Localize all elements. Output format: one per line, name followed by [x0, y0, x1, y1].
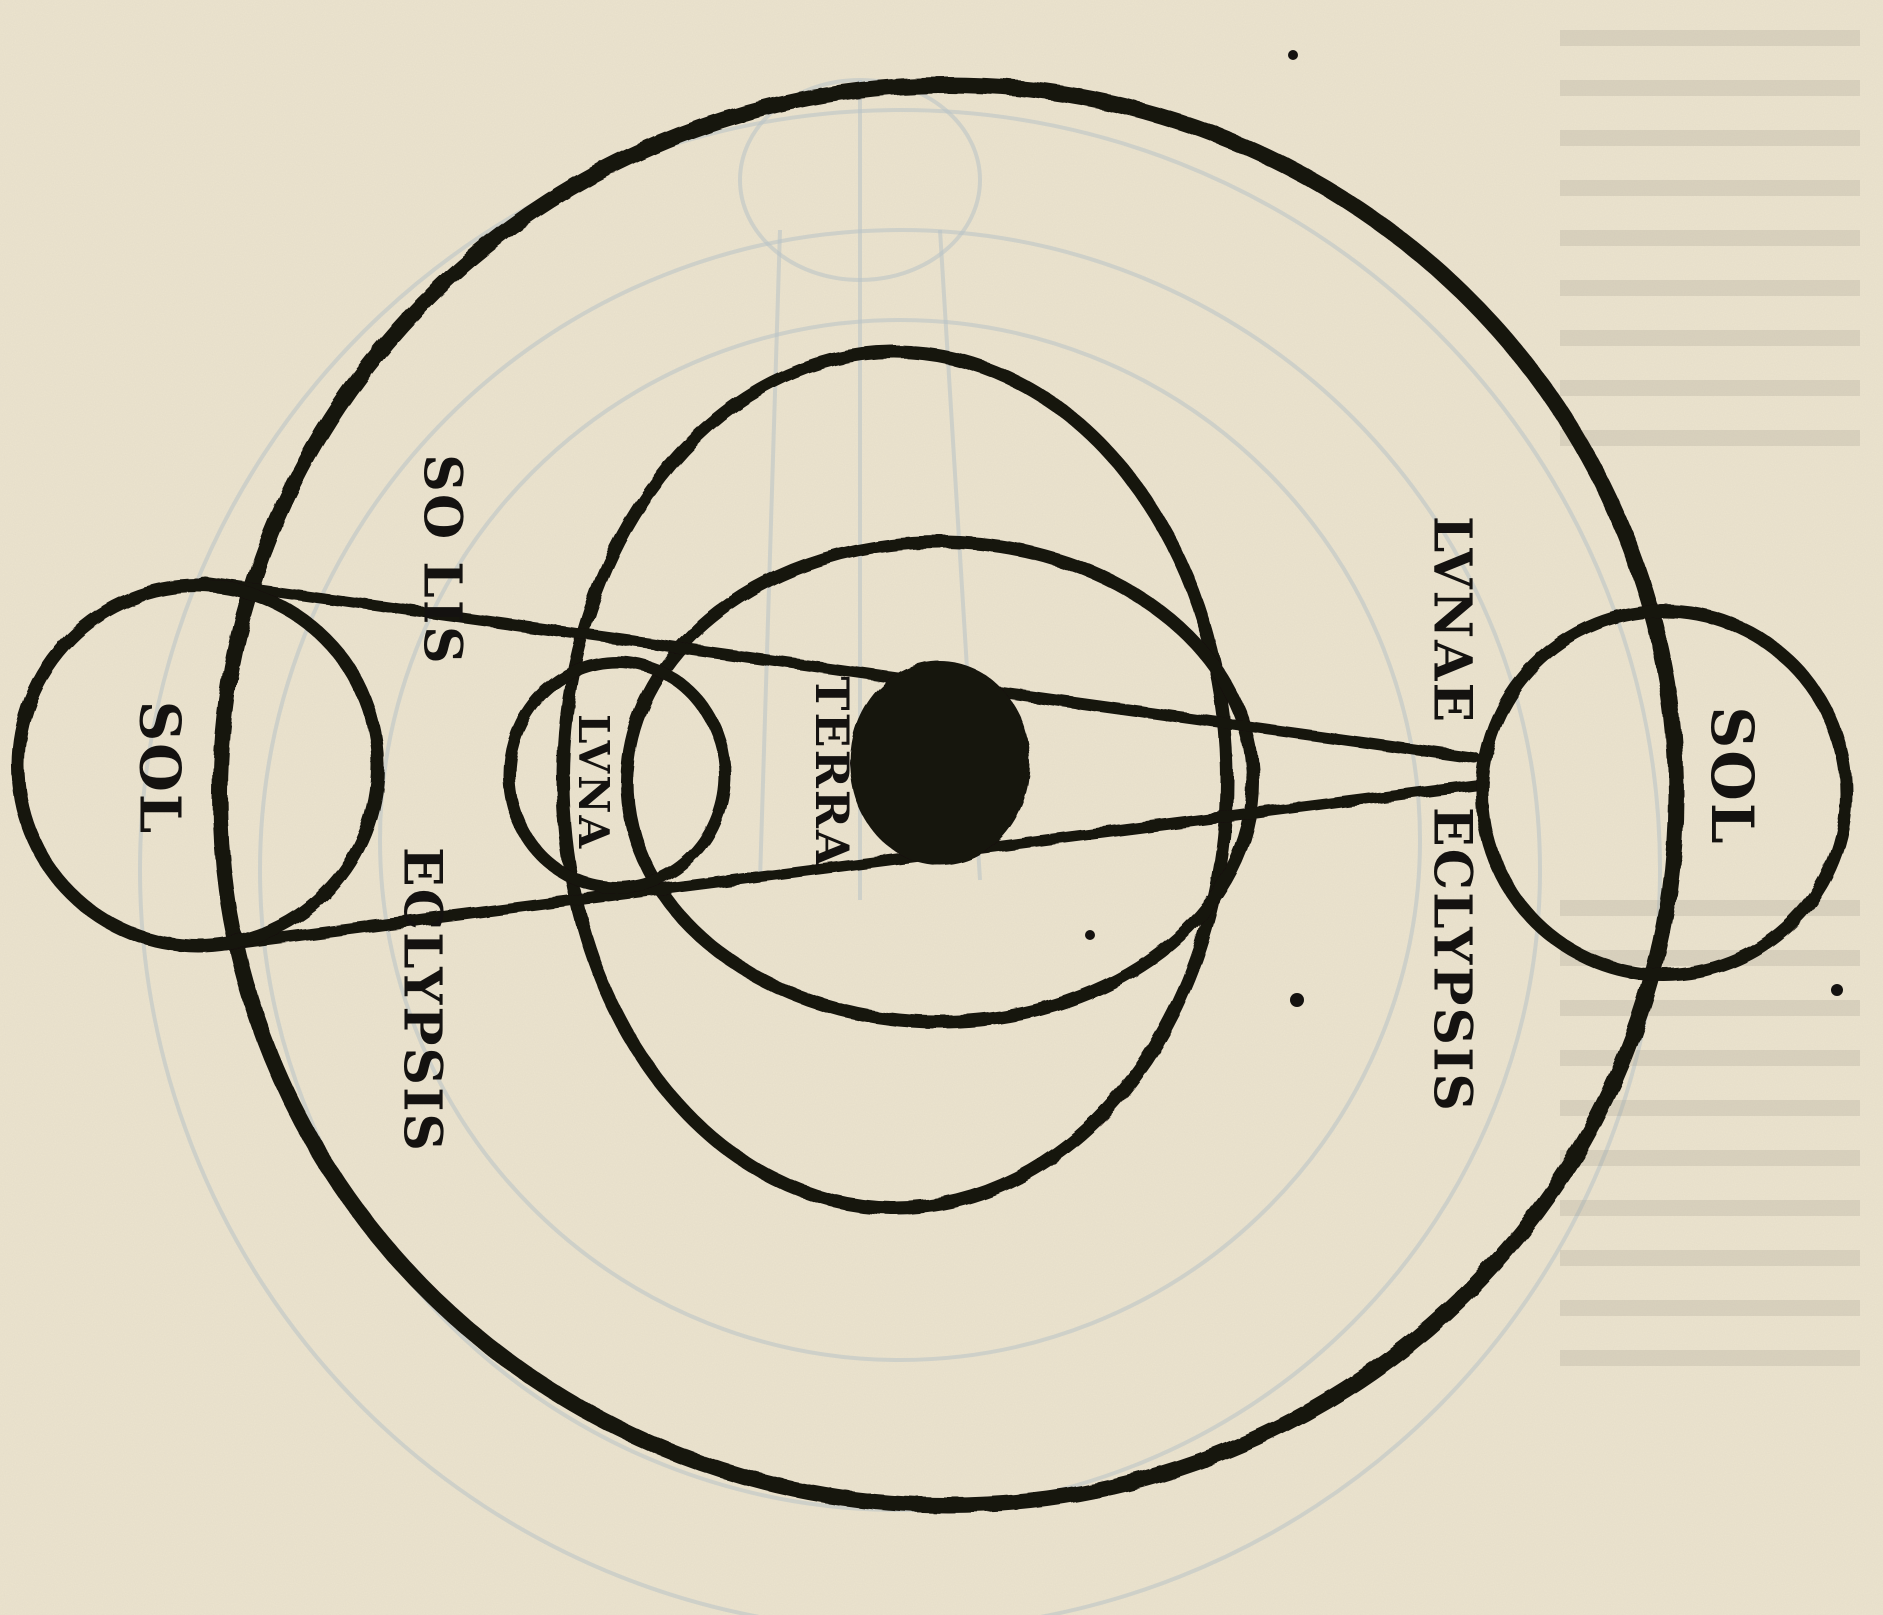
- earth-disc: [850, 661, 1030, 865]
- label-eclypsis-solis-part2: SO LIS: [412, 454, 473, 665]
- label-eclypsis-lunae-part1: ECLYPSIS: [1422, 807, 1483, 1113]
- label-eclypsis-solis-part1: ECLYPSIS: [392, 847, 453, 1153]
- label-sol-right: SOL: [1698, 706, 1766, 845]
- label-sol-left: SOL: [126, 701, 192, 836]
- label-luna: LVNA: [569, 714, 618, 850]
- label-eclypsis-lunae-part2: LVNAE: [1422, 516, 1483, 724]
- label-terra: TERRA: [805, 676, 859, 867]
